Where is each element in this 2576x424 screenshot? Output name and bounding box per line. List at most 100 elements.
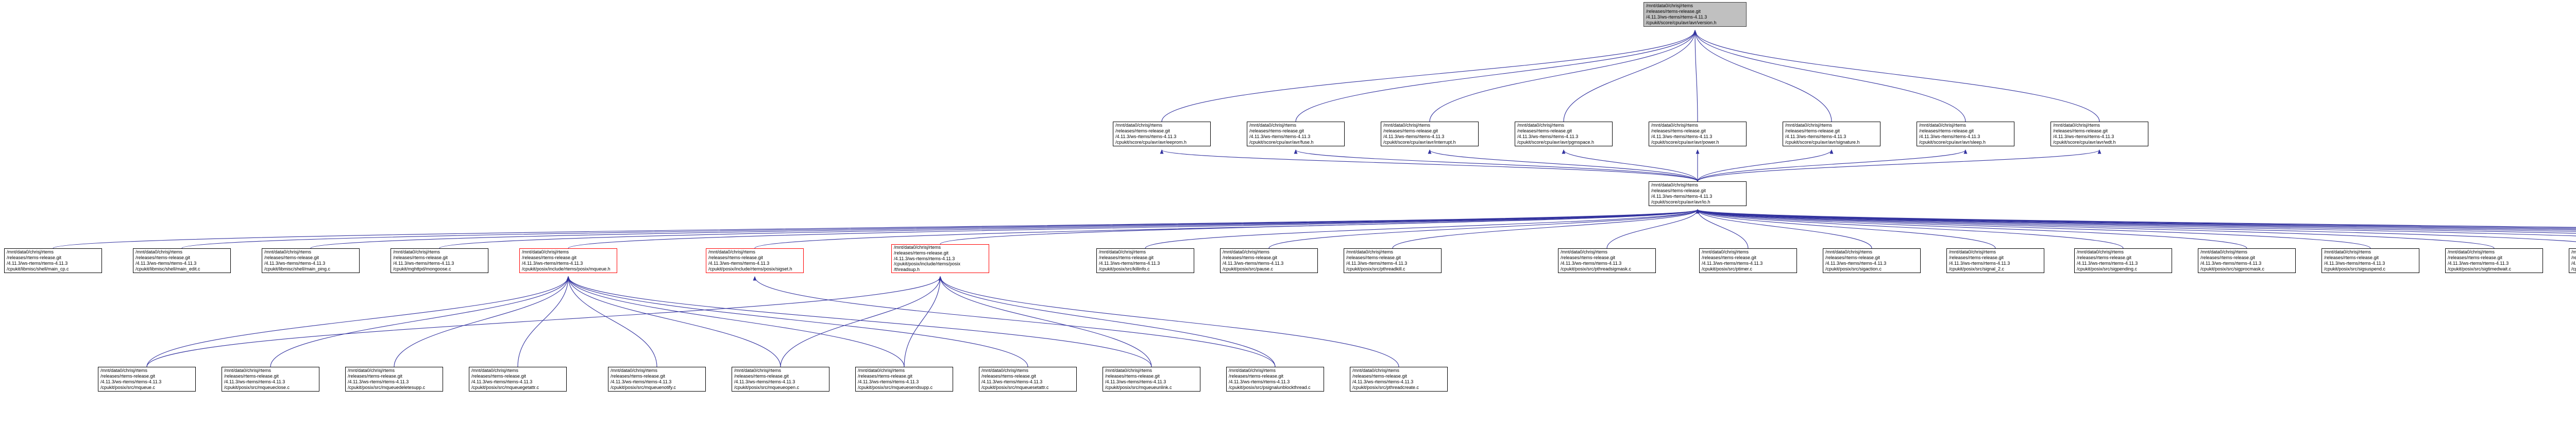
node-path-line: /mnt/data0/chrisj/rtems bbox=[1785, 123, 1833, 128]
node-path-line: /4.11.3/ws-rtems/rtems-4.11.3 bbox=[1825, 261, 1887, 266]
graph-node[interactable]: /mnt/data0/chrisj/rtems/releases/rtems-r… bbox=[1096, 248, 1194, 273]
node-path-line: /releases/rtems-release.git bbox=[100, 374, 156, 379]
graph-edge bbox=[146, 276, 570, 367]
node-path-line: /mnt/data0/chrisj/rtems bbox=[1352, 368, 1400, 374]
graph-node[interactable]: /mnt/data0/chrisj/rtems/releases/rtems-r… bbox=[1350, 367, 1448, 392]
node-path-line: /4.11.3/ws-rtems/rtems-4.11.3 bbox=[734, 379, 795, 384]
node-path-line: /releases/rtems-release.git bbox=[1919, 128, 1974, 134]
graph-node[interactable]: /mnt/data0/chrisj/rtems/releases/rtems-r… bbox=[2569, 248, 2576, 273]
graph-edge bbox=[1696, 209, 2371, 249]
graph-node[interactable]: /mnt/data0/chrisj/rtems/releases/rtems-r… bbox=[98, 367, 196, 392]
graph-node[interactable]: /mnt/data0/chrisj/rtems/releases/rtems-r… bbox=[4, 248, 102, 273]
node-path-line: /cpukit/posix/include/rtems/posix bbox=[894, 261, 961, 267]
graph-node[interactable]: /mnt/data0/chrisj/rtems/releases/rtems-r… bbox=[1247, 122, 1345, 146]
graph-node[interactable]: /mnt/data0/chrisj/rtems/releases/rtems-r… bbox=[469, 367, 567, 392]
node-path-line: /mnt/data0/chrisj/rtems bbox=[1651, 123, 1699, 128]
node-path-line: /cpukit/score/cpu/avr/avr/signature.h bbox=[1785, 139, 1860, 145]
graph-edge bbox=[780, 276, 942, 367]
node-path-line: /mnt/data0/chrisj/rtems bbox=[1105, 368, 1153, 374]
graph-node[interactable]: /mnt/data0/chrisj/rtems/releases/rtems-r… bbox=[1344, 248, 1442, 273]
graph-node[interactable]: /mnt/data0/chrisj/rtems/releases/rtems-r… bbox=[133, 248, 231, 273]
graph-node[interactable]: /mnt/data0/chrisj/rtems/releases/rtems-r… bbox=[608, 367, 706, 392]
graph-edge bbox=[1294, 149, 1698, 182]
graph-node[interactable]: /mnt/data0/chrisj/rtems/releases/rtems-r… bbox=[1783, 122, 1880, 146]
node-path-line: /4.11.3/ws-rtems/rtems-4.11.3 bbox=[1115, 134, 1177, 139]
graph-node[interactable]: /mnt/data0/chrisj/rtems/releases/rtems-r… bbox=[519, 248, 617, 273]
node-path-line: /mnt/data0/chrisj/rtems bbox=[7, 249, 54, 255]
graph-edge bbox=[1696, 209, 2576, 242]
graph-node[interactable]: /mnt/data0/chrisj/rtems/releases/rtems-r… bbox=[2445, 248, 2543, 273]
graph-node[interactable]: /mnt/data0/chrisj/rtems/releases/rtems-r… bbox=[1515, 122, 1613, 146]
node-path-line: /4.11.3/ws-rtems/rtems-4.11.3 bbox=[348, 379, 409, 384]
graph-edge bbox=[1696, 209, 2576, 232]
node-path-line: /cpukit/score/cpu/avr/avr/io.h bbox=[1651, 199, 1710, 205]
node-path-line: /mnt/data0/chrisj/rtems bbox=[981, 368, 1029, 374]
node-path-line: /4.11.3/ws-rtems/rtems-4.11.3 bbox=[1702, 261, 1763, 266]
graph-node[interactable]: /mnt/data0/chrisj/rtems/releases/rtems-r… bbox=[1103, 367, 1200, 392]
graph-node[interactable]: /mnt/data0/chrisj/rtems/releases/rtems-r… bbox=[1649, 181, 1747, 206]
graph-node[interactable]: /mnt/data0/chrisj/rtems/releases/rtems-r… bbox=[1381, 122, 1479, 146]
node-path-line: /4.11.3/ws-rtems/rtems-4.11.3 bbox=[100, 379, 162, 384]
graph-node[interactable]: /mnt/data0/chrisj/rtems/releases/rtems-r… bbox=[222, 367, 319, 392]
graph-node[interactable]: /mnt/data0/chrisj/rtems/releases/rtems-r… bbox=[706, 248, 804, 273]
graph-node[interactable]: /mnt/data0/chrisj/rtems/releases/rtems-r… bbox=[2198, 248, 2296, 273]
graph-node[interactable]: /mnt/data0/chrisj/rtems/releases/rtems-r… bbox=[1917, 122, 2014, 146]
graph-node[interactable]: /mnt/data0/chrisj/rtems/releases/rtems-r… bbox=[2074, 248, 2172, 273]
graph-edge bbox=[1696, 209, 2495, 249]
graph-node[interactable]: /mnt/data0/chrisj/rtems/releases/rtems-r… bbox=[1643, 2, 1747, 27]
graph-node[interactable]: /mnt/data0/chrisj/rtems/releases/rtems-r… bbox=[1699, 248, 1797, 273]
node-path-line: /cpukit/posix/src/mqueuegetattr.c bbox=[471, 384, 539, 390]
graph-node[interactable]: /mnt/data0/chrisj/rtems/releases/rtems-r… bbox=[1823, 248, 1921, 273]
graph-node[interactable]: /mnt/data0/chrisj/rtems/releases/rtems-r… bbox=[2050, 122, 2148, 146]
graph-edge bbox=[566, 276, 905, 367]
graph-edge bbox=[1696, 209, 2247, 249]
graph-node[interactable]: /mnt/data0/chrisj/rtems/releases/rtems-r… bbox=[345, 367, 443, 392]
node-path-line: /releases/rtems-release.git bbox=[1223, 255, 1278, 261]
node-path-line: /mnt/data0/chrisj/rtems bbox=[2571, 249, 2576, 255]
graph-edge bbox=[1429, 29, 1697, 122]
graph-node[interactable]: /mnt/data0/chrisj/rtems/releases/rtems-r… bbox=[2321, 248, 2419, 273]
graph-edge bbox=[1696, 209, 2576, 236]
graph-node[interactable]: /mnt/data0/chrisj/rtems/releases/rtems-r… bbox=[891, 244, 989, 273]
graph-edge bbox=[1562, 149, 1698, 182]
node-path-line: /mnt/data0/chrisj/rtems bbox=[2200, 249, 2248, 255]
graph-edge bbox=[753, 276, 1276, 367]
node-path-line: /4.11.3/ws-rtems/rtems-4.11.3 bbox=[522, 261, 583, 266]
graph-node[interactable]: /mnt/data0/chrisj/rtems/releases/rtems-r… bbox=[1220, 248, 1318, 273]
node-path-line: /cpukit/posix/src/psignalunblockthread.c bbox=[1229, 384, 1311, 390]
node-path-line: /4.11.3/ws-rtems/rtems-4.11.3 bbox=[264, 261, 326, 266]
graph-node[interactable]: /mnt/data0/chrisj/rtems/releases/rtems-r… bbox=[1946, 248, 2044, 273]
node-path-line: /cpukit/posix/src/mqueueopen.c bbox=[734, 384, 800, 390]
graph-node[interactable]: /mnt/data0/chrisj/rtems/releases/rtems-r… bbox=[1113, 122, 1211, 146]
node-path-line: /releases/rtems-release.git bbox=[1702, 255, 1757, 261]
node-path-line: /4.11.3/ws-rtems/rtems-4.11.3 bbox=[1919, 134, 1980, 139]
node-path-line: /cpukit/posix/src/mqueuenotify.c bbox=[611, 384, 676, 390]
graph-node[interactable]: /mnt/data0/chrisj/rtems/releases/rtems-r… bbox=[1558, 248, 1656, 273]
graph-node[interactable]: /mnt/data0/chrisj/rtems/releases/rtems-r… bbox=[979, 367, 1077, 392]
graph-edge bbox=[1606, 209, 1700, 249]
node-path-line: /4.11.3/ws-rtems/rtems-4.11.3 bbox=[1646, 14, 1707, 20]
graph-node[interactable]: /mnt/data0/chrisj/rtems/releases/rtems-r… bbox=[1226, 367, 1324, 392]
graph-edge bbox=[1392, 209, 1700, 249]
node-path-line: /4.11.3/ws-rtems/rtems-4.11.3 bbox=[2571, 261, 2576, 266]
graph-node[interactable]: /mnt/data0/chrisj/rtems/releases/rtems-r… bbox=[391, 248, 488, 273]
node-path-line: /mnt/data0/chrisj/rtems bbox=[2077, 249, 2124, 255]
node-path-line: /4.11.3/ws-rtems/rtems-4.11.3 bbox=[858, 379, 919, 384]
node-path-line: /cpukit/posix/src/sigwait.c bbox=[2571, 266, 2576, 272]
graph-node[interactable]: /mnt/data0/chrisj/rtems/releases/rtems-r… bbox=[1649, 122, 1747, 146]
graph-node[interactable]: /mnt/data0/chrisj/rtems/releases/rtems-r… bbox=[732, 367, 829, 392]
graph-edge bbox=[1696, 209, 2576, 228]
node-path-line: /threadsup.h bbox=[894, 267, 920, 273]
node-path-line: /releases/rtems-release.git bbox=[1646, 9, 1701, 14]
graph-node[interactable]: /mnt/data0/chrisj/rtems/releases/rtems-r… bbox=[262, 248, 360, 273]
node-path-line: /cpukit/posix/src/pthreadkill.c bbox=[1346, 266, 1405, 272]
graph-node[interactable]: /mnt/data0/chrisj/rtems/releases/rtems-r… bbox=[855, 367, 953, 392]
node-path-line: /4.11.3/ws-rtems/rtems-4.11.3 bbox=[1346, 261, 1408, 266]
graph-edge bbox=[1696, 209, 2124, 249]
graph-edge bbox=[938, 276, 1276, 367]
graph-edge bbox=[1161, 29, 1697, 122]
node-path-line: /cpukit/posix/src/signal_2.c bbox=[1949, 266, 2005, 272]
node-path-line: /cpukit/posix/src/ptimer.c bbox=[1702, 266, 1753, 272]
